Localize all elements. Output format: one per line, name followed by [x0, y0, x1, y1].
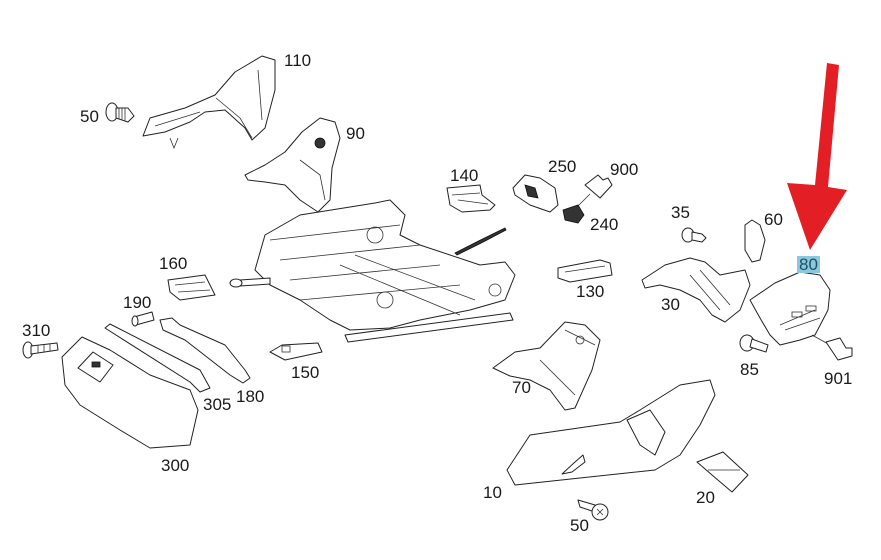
part-seat-frame: [229, 199, 516, 343]
callout-50-top: 50: [80, 107, 99, 126]
callout-180: 180: [236, 387, 265, 406]
part-70: [492, 321, 601, 411]
callout-90: 90: [346, 124, 365, 143]
part-300: [61, 336, 199, 449]
callout-50-bottom: 50: [570, 516, 589, 535]
part-85-screw: [739, 334, 769, 353]
callout-901: 901: [824, 369, 853, 388]
part-150: [269, 342, 323, 361]
part-10: [506, 379, 716, 486]
callout-300: 300: [161, 456, 190, 475]
callout-85: 85: [740, 360, 759, 379]
callout-110: 110: [284, 51, 312, 70]
part-305: [104, 323, 211, 393]
callout-190: 190: [123, 293, 152, 312]
callout-160: 160: [159, 254, 188, 273]
callout-80-highlighted: 80: [797, 255, 820, 274]
callout-140: 140: [450, 166, 479, 185]
part-50-screw-bottom: [577, 499, 609, 521]
part-180: [159, 317, 251, 384]
callout-900: 900: [610, 160, 639, 179]
callout-250: 250: [548, 157, 577, 176]
part-110: [142, 55, 276, 150]
callout-305: 305: [203, 395, 232, 414]
part-20: [696, 451, 749, 493]
part-35-screw: [681, 227, 707, 243]
part-901: [811, 334, 853, 361]
callout-240: 240: [590, 215, 619, 234]
part-310-bolt: [22, 341, 59, 359]
part-130: [557, 259, 613, 283]
part-140: [446, 184, 496, 213]
part-30: [641, 257, 751, 323]
callout-60: 60: [764, 210, 783, 229]
part-90: [244, 117, 341, 213]
callout-130: 130: [576, 282, 605, 301]
callout-70: 70: [512, 378, 531, 397]
part-250: [512, 174, 559, 213]
part-190-pin: [131, 311, 155, 327]
callout-20: 20: [696, 488, 715, 507]
red-arrow-indicator: [787, 63, 847, 250]
part-50-screw-top: [105, 102, 135, 123]
callout-150: 150: [291, 363, 320, 382]
part-240: [562, 204, 585, 224]
callout-310: 310: [22, 321, 51, 340]
part-80: [749, 271, 831, 346]
part-160: [167, 274, 216, 301]
part-60: [744, 219, 766, 263]
callout-30: 30: [661, 295, 680, 314]
callout-10: 10: [483, 483, 502, 502]
callout-35: 35: [671, 203, 690, 222]
